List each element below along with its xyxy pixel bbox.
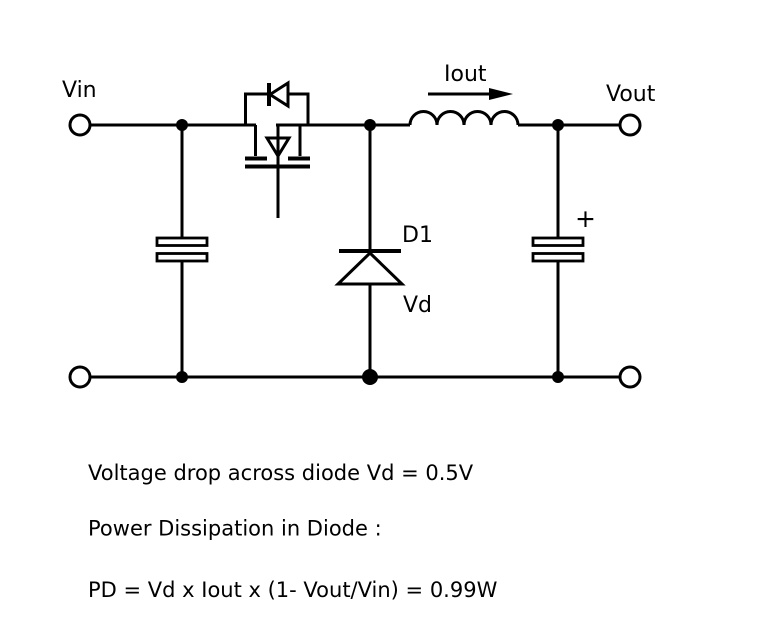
current-arrow-head-icon [489,88,513,100]
junction-dot [362,369,378,385]
junction-dots [176,119,564,385]
note-power-dissipation-heading: Power Dissipation in Diode : [88,517,382,541]
junction-dot [176,119,188,131]
note-diode-drop: Voltage drop across diode Vd = 0.5V [88,461,474,485]
diode-designator-label: D1 [402,223,433,248]
terminals [68,113,642,389]
vin-terminal [68,113,92,137]
input-capacitor-symbol [155,236,209,263]
junction-dot [552,371,564,383]
diode-voltage-label: Vd [403,293,432,318]
incap-bottom-plate [155,252,209,263]
pmos-switch-symbol [244,80,310,218]
vin-label: Vin [62,78,97,103]
junction-dot [552,119,564,131]
note-power-dissipation-formula: PD = Vd x Iout x (1- Vout/Vin) = 0.99W [88,578,498,602]
body-arrow-icon [264,136,292,159]
freewheel-diode-symbol [334,249,406,286]
gnd-right-terminal [618,365,642,389]
outcap-top-plate [531,236,585,247]
vout-terminal [618,113,642,137]
output-capacitor-symbol [531,236,585,263]
gnd-left-terminal [68,365,92,389]
body-diode-triangle [267,80,290,109]
outcap-polarity-label: + [575,204,596,233]
inductor-symbol [408,110,520,126]
incap-top-plate [155,236,209,247]
iout-label: Iout [444,62,487,87]
outcap-bottom-plate [531,252,585,263]
junction-dot [176,371,188,383]
junction-dot [364,119,376,131]
current-arrow [428,88,513,100]
body-diode-loop-wire [244,92,310,125]
vout-label: Vout [606,82,656,107]
diode-triangle [334,250,406,286]
